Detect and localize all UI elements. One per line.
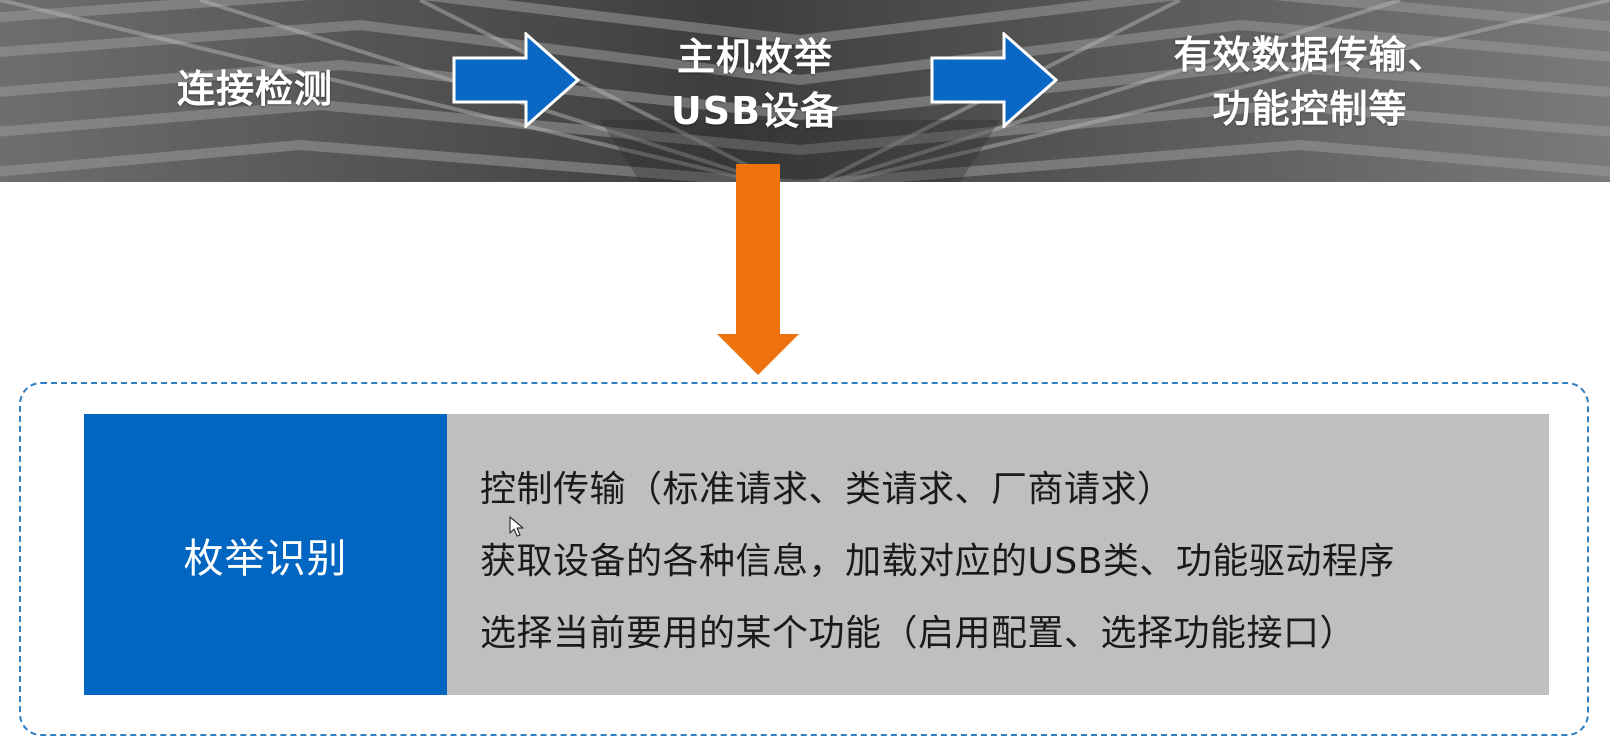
enumeration-detail-box: 控制传输（标准请求、类请求、厂商请求） 获取设备的各种信息，加载对应的USB类、… [447,414,1549,695]
enumeration-panel [19,382,1589,736]
header-banner [0,0,1610,182]
step-data-transfer: 有效数据传输、 功能控制等 [1145,28,1475,136]
step-line: 连接检测 [176,67,333,111]
enumeration-label: 枚举识别 [183,535,348,582]
detail-line-control-transfer: 控制传输（标准请求、类请求、厂商请求） [480,469,1174,510]
enumeration-label-box: 枚举识别 [84,414,447,695]
step-line: USB设备 [670,89,840,133]
down-arrow-icon [717,164,799,375]
right-arrow-icon [452,32,581,128]
mouse-cursor-icon [509,516,524,537]
step-line: 功能控制等 [1212,87,1408,131]
step-connection-detect: 连接检测 [150,62,360,116]
right-arrow-icon [930,32,1059,128]
detail-line-get-device-info: 获取设备的各种信息，加载对应的USB类、功能驱动程序 [480,541,1395,582]
detail-line-select-function: 选择当前要用的某个功能（启用配置、选择功能接口） [480,613,1357,654]
banner-background-texture [0,0,1610,182]
step-host-enumeration: 主机枚举 USB设备 [650,30,860,138]
step-line: 主机枚举 [676,35,833,79]
step-line: 有效数据传输、 [1173,33,1447,77]
